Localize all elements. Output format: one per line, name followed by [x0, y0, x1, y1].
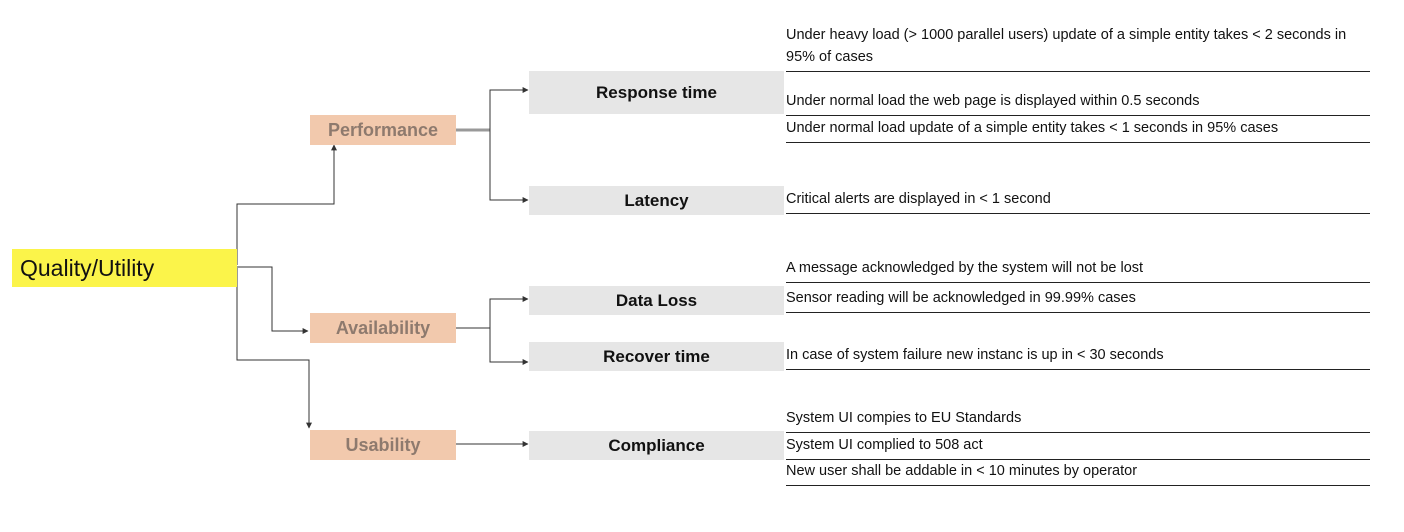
requirement-compliance-3: New user shall be addable in < 10 minute…: [786, 460, 1370, 486]
subcategory-latency: Latency: [529, 186, 784, 215]
connector-availability-data-loss: [489, 296, 529, 328]
connector-root-usability: [236, 268, 312, 429]
requirement-latency-1: Critical alerts are displayed in < 1 sec…: [786, 188, 1370, 214]
category-performance: Performance: [310, 115, 456, 145]
category-availability: Availability: [310, 313, 456, 343]
subcategory-recover-time: Recover time: [529, 342, 784, 371]
requirement-response-time-1: Under heavy load (> 1000 parallel users)…: [786, 24, 1370, 72]
subcategory-response-time: Response time: [529, 71, 784, 114]
category-usability: Usability: [310, 430, 456, 460]
requirement-compliance-2: System UI complied to 508 act: [786, 434, 1370, 460]
requirement-recover-time-1: In case of system failure new instanc is…: [786, 344, 1370, 370]
subcategory-data-loss: Data Loss: [529, 286, 784, 315]
requirement-data-loss-1: A message acknowledged by the system wil…: [786, 257, 1370, 283]
connector-availability-recover-time: [489, 328, 529, 365]
requirement-data-loss-2: Sensor reading will be acknowledged in 9…: [786, 287, 1370, 313]
connector-performance-response-time: [489, 87, 529, 130]
requirement-compliance-1: System UI compies to EU Standards: [786, 407, 1370, 433]
connector-performance-latency: [489, 130, 529, 203]
subcategory-compliance: Compliance: [529, 431, 784, 460]
connector-root-availability: [237, 266, 309, 334]
connector-root-performance: [236, 144, 337, 265]
root-node: Quality/Utility: [12, 249, 237, 287]
requirement-response-time-3: Under normal load update of a simple ent…: [786, 117, 1370, 143]
requirement-response-time-2: Under normal load the web page is displa…: [786, 90, 1370, 116]
